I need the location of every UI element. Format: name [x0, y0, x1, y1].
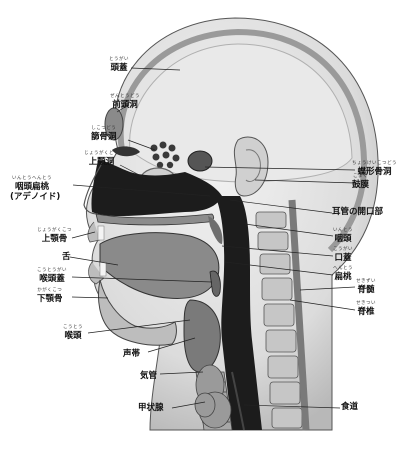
label-tonsil: へんとう 扁桃: [333, 267, 353, 281]
label-ethmoid-sinus: しこつどう 篩骨洞: [91, 127, 117, 141]
label-esophagus: 食道: [341, 403, 358, 412]
label-vertebrae: せきつい 脊椎: [356, 302, 376, 316]
label-trachea: 気管: [140, 372, 157, 381]
label-maxillary-sinus: じょうがくどう 上顎洞: [84, 152, 119, 166]
upper-teeth: [98, 226, 104, 240]
label-adenoid: いんとうへんとう 咽頭扁桃: [12, 177, 52, 191]
label-larynx: こうとう 喉頭: [63, 326, 83, 340]
label-thyroid: 甲状腺: [138, 404, 164, 413]
label-eardrum: こまく 鼓膜: [352, 175, 369, 189]
label-mandible: かがくこつ 下顎骨: [37, 289, 63, 303]
label-epiglottis: こうとうがい 喉頭蓋: [37, 269, 67, 283]
label-maxilla: じょうがくこつ 上顎骨: [37, 229, 72, 243]
lower-teeth: [100, 262, 106, 276]
label-tongue: 舌: [62, 253, 71, 262]
label-spinal-cord: せきずい 脊髄: [356, 280, 376, 294]
label-vocal-cords: 声帯: [123, 350, 140, 359]
label-eustachian-opening: 耳管の開口部: [332, 208, 383, 217]
label-frontal-sinus: ぜんとうどう 前頭洞: [110, 95, 140, 109]
label-skull: とうがい 頭蓋: [109, 58, 129, 72]
sphenoid-sinus: [188, 151, 212, 171]
label-palate: こうがい 口蓋: [333, 248, 353, 262]
label-adenoid-paren: (アデノイド): [10, 193, 60, 202]
label-pharynx: いんとう 咽頭: [333, 229, 353, 243]
